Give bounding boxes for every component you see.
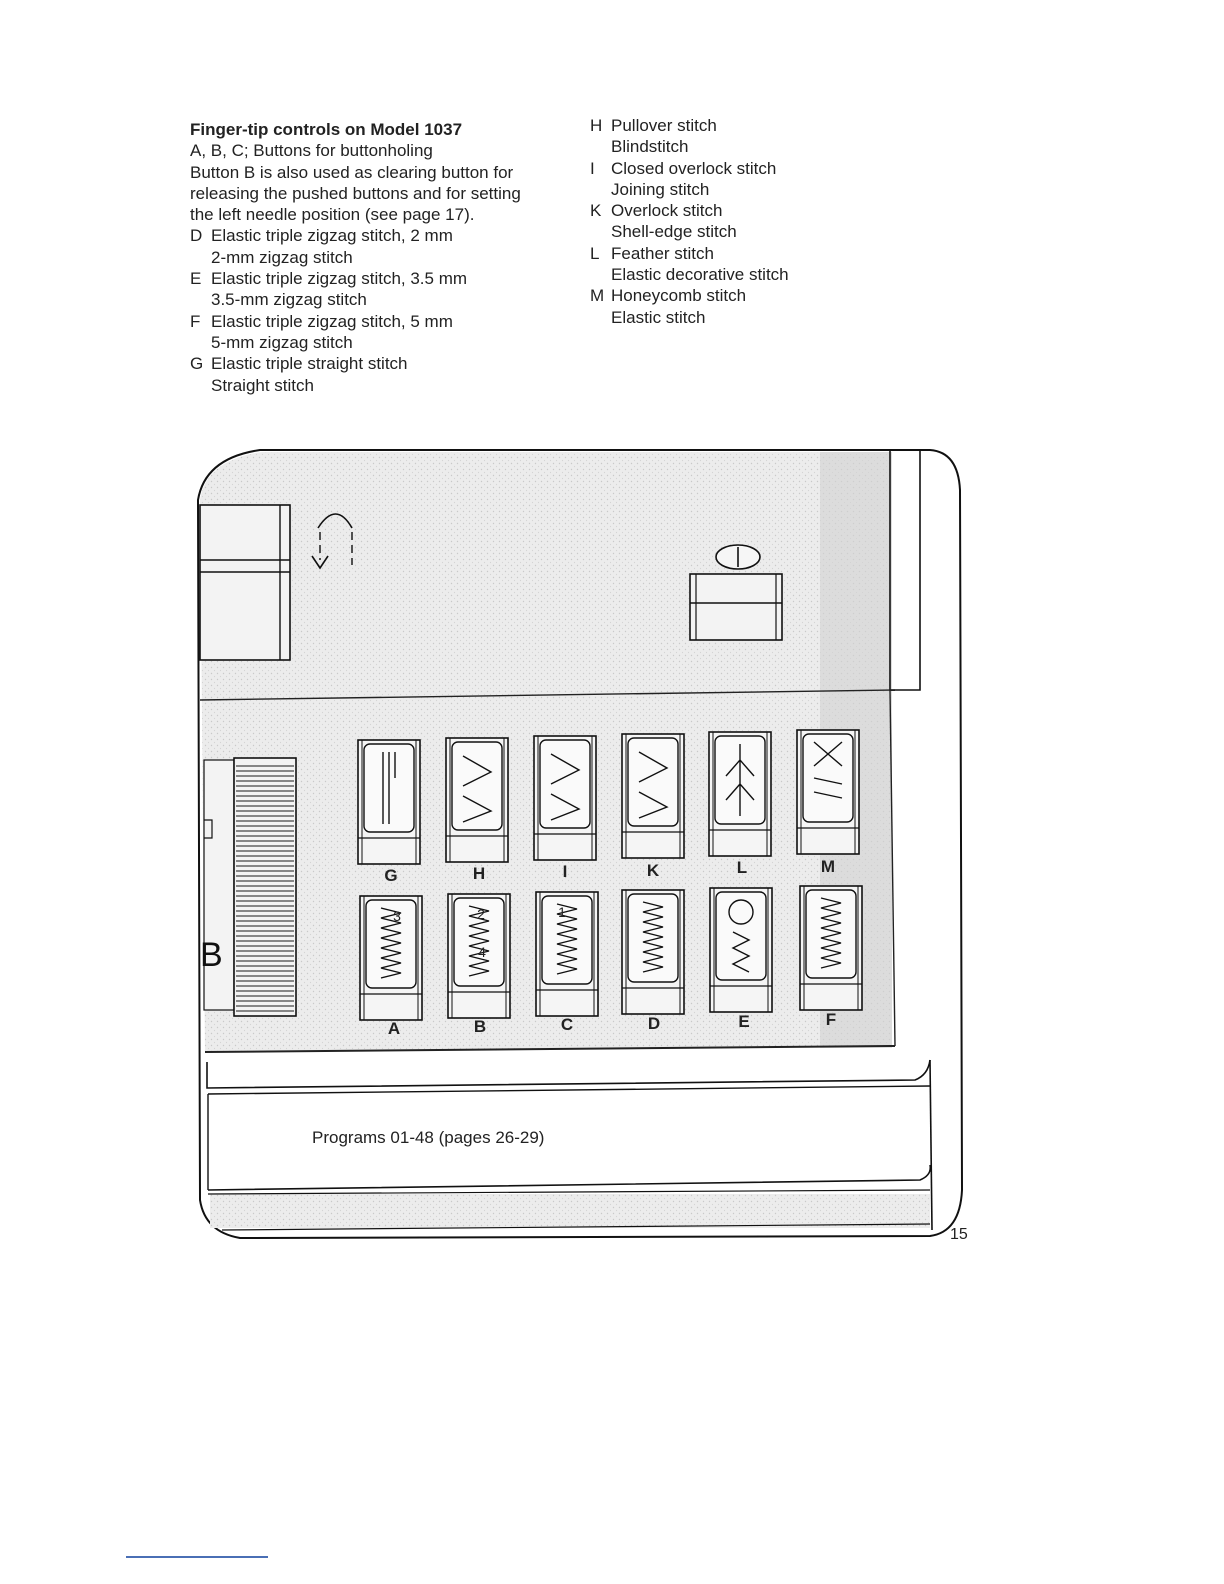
stitch-button-k (621, 733, 685, 859)
item-line: Elastic decorative stitch (611, 265, 789, 285)
item-line: Elastic triple zigzag stitch, 3.5 mm (211, 269, 468, 289)
item-line: 5-mm zigzag stitch (211, 332, 353, 352)
item-line: Overlock stitch (611, 201, 723, 221)
section-heading: Finger-tip controls on Model 1037 (190, 120, 463, 139)
item-line: Honeycomb stitch (611, 286, 747, 306)
stitch-button-g (357, 739, 421, 865)
button-label-h: H (472, 864, 486, 883)
item-key: E (190, 269, 202, 289)
item-line: Pullover stitch (611, 116, 717, 135)
stitch-button-a (359, 895, 423, 1021)
item-key: H (590, 116, 603, 135)
button-number-a: 3 (393, 908, 401, 924)
item-line: Feather stitch (611, 243, 714, 263)
stitch-button-c (535, 891, 599, 1017)
button-label-b: B (473, 1017, 487, 1036)
stitch-button-e (709, 887, 773, 1013)
item-line: Elastic triple zigzag stitch, 2 mm (211, 226, 453, 246)
item-line: Shell-edge stitch (611, 222, 737, 242)
button-label-l: L (736, 858, 748, 877)
item-key: F (190, 311, 201, 331)
text-line: A, B, C; Buttons for buttonholing (190, 141, 433, 161)
item-key: G (190, 354, 204, 374)
item-key: L (590, 243, 600, 263)
item-line: Elastic stitch (611, 307, 706, 327)
button-number-b-bottom: 4 (478, 944, 486, 960)
stitch-button-b (447, 893, 511, 1019)
footer-rule (126, 1556, 268, 1558)
stitch-button-i (533, 735, 597, 861)
stitch-button-h (445, 737, 509, 863)
power-switch (689, 544, 783, 641)
page-number: 15 (950, 1226, 968, 1243)
stitch-button-d (621, 889, 685, 1015)
item-line: Closed overlock stitch (611, 158, 777, 178)
item-key: K (590, 201, 602, 221)
item-line: Straight stitch (211, 375, 314, 395)
text-line: releasing the pushed buttons and for set… (190, 183, 521, 203)
button-label-m: M (820, 857, 836, 876)
item-line: Elastic triple zigzag stitch, 5 mm (211, 311, 453, 331)
item-line: 2-mm zigzag stitch (211, 247, 353, 267)
item-key: D (190, 226, 203, 246)
button-label-d: D (647, 1014, 661, 1033)
text-line: Button B is also used as clearing button… (190, 162, 514, 182)
item-line: Elastic triple straight stitch (211, 354, 408, 374)
item-line: 3.5-mm zigzag stitch (211, 290, 367, 310)
text-line: the left needle position (see page 17). (190, 205, 475, 225)
button-label-e: E (738, 1012, 750, 1031)
button-label-f: F (825, 1010, 837, 1029)
stitch-buttons (357, 729, 863, 1021)
button-label-c: C (560, 1015, 574, 1034)
button-number-b-top: 2 (477, 906, 485, 922)
stitch-button-l (708, 731, 772, 857)
programs-caption: Programs 01-48 (pages 26-29) (312, 1128, 545, 1147)
button-label-a: A (387, 1019, 401, 1038)
item-line: Blindstitch (611, 137, 689, 157)
item-key: M (590, 286, 605, 306)
item-line: Joining stitch (611, 179, 710, 199)
left-controls: B (199, 504, 353, 1017)
button-label-g: G (384, 866, 398, 885)
item-key: I (590, 158, 595, 178)
left-text-column: Finger-tip controls on Model 1037 A, B, … (190, 119, 570, 396)
svg-text:B: B (200, 936, 223, 974)
stitch-button-f (799, 885, 863, 1011)
button-label-k: K (646, 861, 660, 880)
stitch-button-m (796, 729, 860, 855)
button-label-i: I (562, 862, 568, 881)
button-number-c: 1 (558, 904, 566, 920)
